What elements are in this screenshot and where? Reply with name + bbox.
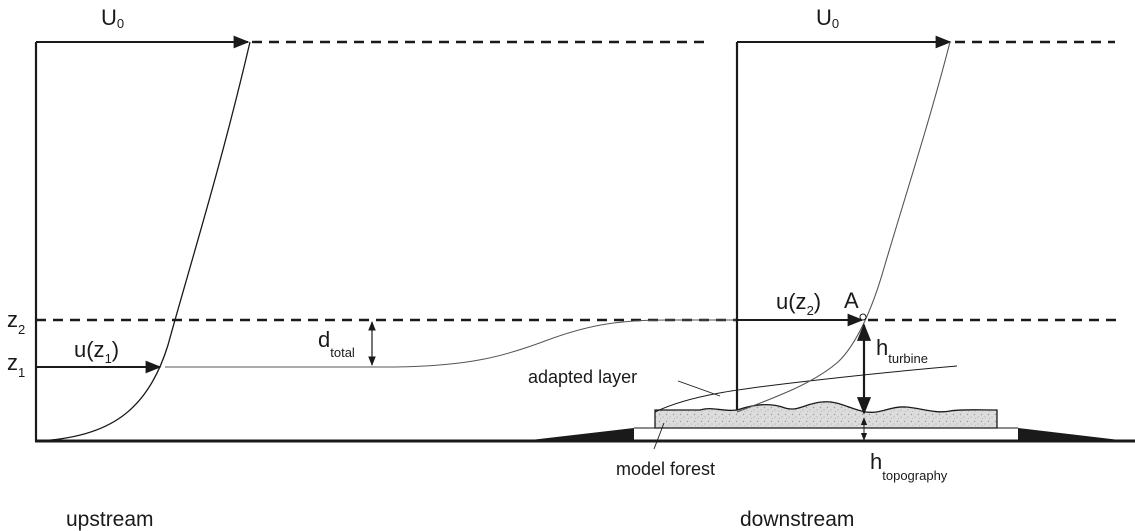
h-topography-label: htopography xyxy=(870,449,948,483)
z1-label: z1 xyxy=(7,350,25,380)
upstream-velocity-profile xyxy=(35,41,251,442)
downstream-label: downstream xyxy=(740,508,854,531)
left-ramp xyxy=(522,428,634,441)
point-a-label: A xyxy=(844,288,859,313)
u0-upstream-label: U0 xyxy=(101,5,124,31)
model-forest-label: model forest xyxy=(616,459,715,479)
adapted-layer-curve xyxy=(654,365,958,413)
point-a-marker xyxy=(859,313,867,321)
right-ramp xyxy=(1018,428,1128,441)
upstream-label: upstream xyxy=(66,508,154,531)
h-turbine-label: hturbine xyxy=(876,335,928,366)
internal-boundary-layer-curve xyxy=(165,319,737,368)
model-forest xyxy=(654,401,998,429)
u-z2-label: u(z2) xyxy=(776,289,821,318)
d-total-label: dtotal xyxy=(318,327,355,360)
adapted-layer-label: adapted layer xyxy=(528,367,637,387)
model-forest-leader xyxy=(653,422,665,450)
u0-downstream-label: U0 xyxy=(816,5,839,31)
downstream-velocity-profile xyxy=(736,41,951,413)
adapted-layer-leader xyxy=(677,380,721,397)
u-z1-label: u(z1) xyxy=(74,337,119,366)
z2-label: z2 xyxy=(7,307,25,337)
